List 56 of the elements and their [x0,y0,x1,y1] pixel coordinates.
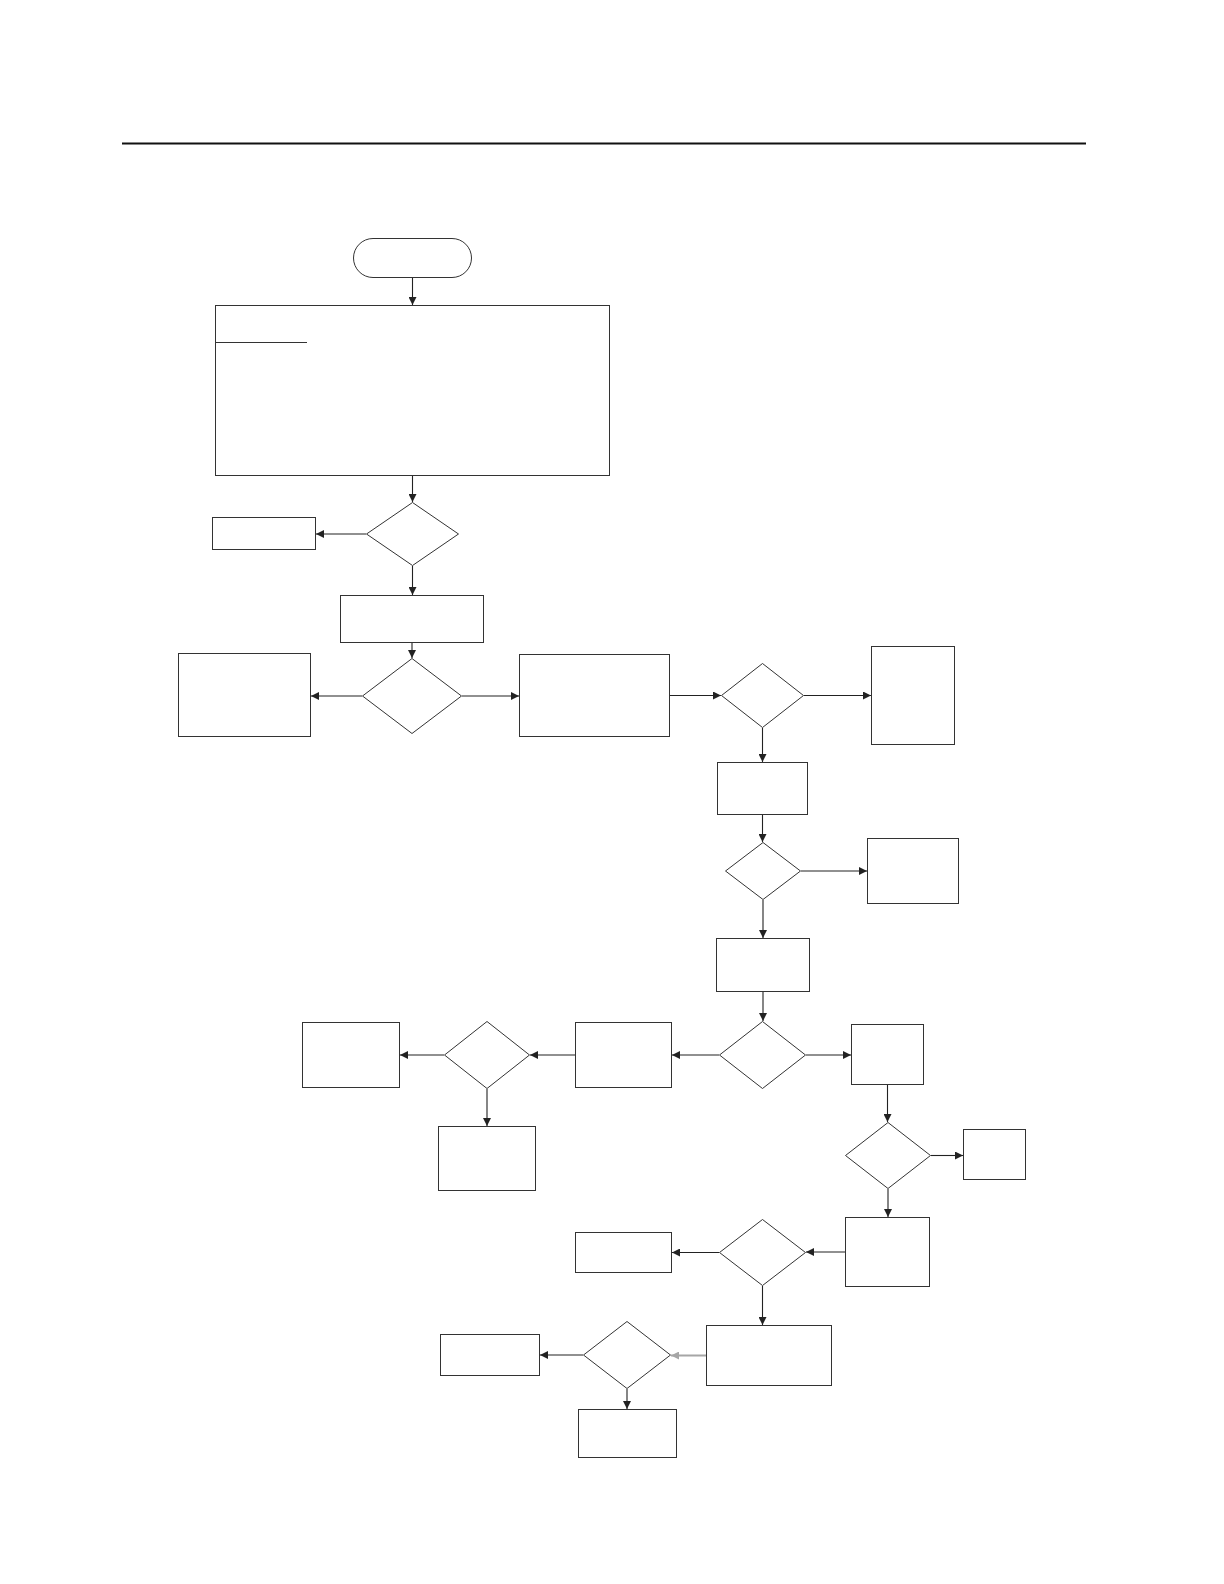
flow-arrow [408,475,417,503]
decision-diamond [366,502,459,566]
flow-arrow [408,642,416,659]
process-box [438,1126,536,1191]
decision-diamond [719,1021,806,1089]
process-box [575,1022,672,1088]
flow-arrow [759,991,767,1022]
process-box [575,1232,672,1273]
flow-arrow [758,727,767,763]
flow-arrow [758,1285,767,1326]
flow-arrow [800,867,868,875]
flow-arrow [399,1051,445,1059]
decision-diamond [362,658,462,734]
flow-arrow [805,1248,846,1256]
decision-diamond [845,1122,931,1189]
flow-arrow [758,814,767,843]
flow-arrow [310,692,363,700]
flow-arrow [315,530,367,538]
process-box [963,1129,1026,1180]
process-box [716,938,810,992]
flow-arrow [408,277,417,306]
flow-arrow [669,691,722,700]
flow-arrow [623,1388,631,1410]
process-box [706,1325,832,1386]
flow-arrow [529,1051,576,1059]
process-box [717,762,808,815]
decision-diamond [719,1219,806,1286]
process-box [215,305,610,476]
flow-arrow [805,1051,852,1059]
flow-arrow [408,565,417,596]
flow-arrow [461,692,520,700]
decision-diamond [583,1321,671,1389]
process-box [212,517,316,550]
process-box [578,1409,677,1458]
flow-arrow [883,1084,892,1123]
decision-diamond [721,663,804,728]
flow-arrow [671,1051,720,1059]
flow-arrow [670,1351,707,1360]
decision-diamond [444,1021,530,1089]
flow-arrow [803,691,872,700]
flow-arrow [930,1151,964,1160]
process-box [851,1024,924,1085]
decision-diamond [725,842,801,900]
flow-arrow [671,1248,720,1257]
process-box [440,1334,540,1376]
process-box [340,595,484,643]
process-box [519,654,670,737]
flow-arrow [539,1351,584,1359]
flow-arrow [483,1088,491,1127]
process-box [867,838,959,904]
flow-arrow [884,1188,892,1218]
process-box [178,653,311,737]
process-box [871,646,955,745]
process-box [845,1217,930,1287]
process-box [302,1022,400,1088]
flow-arrow [759,899,767,939]
